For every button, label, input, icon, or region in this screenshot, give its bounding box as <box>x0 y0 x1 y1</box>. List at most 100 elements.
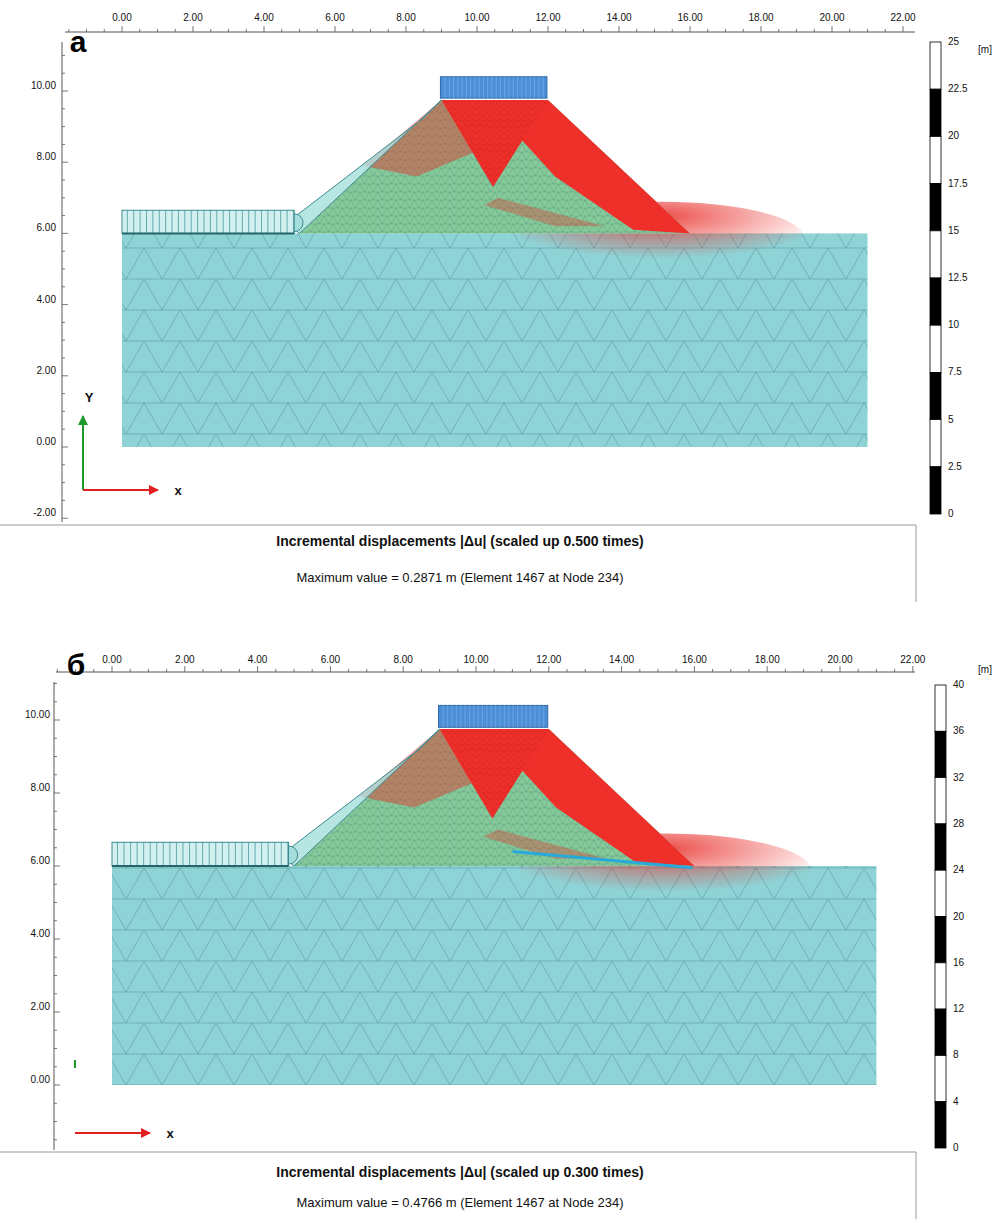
ruler-tick <box>821 669 822 672</box>
ruler-tick <box>62 500 65 501</box>
deformed-slope <box>287 100 441 234</box>
ruler-tick <box>62 447 68 448</box>
load-arrow <box>530 77 531 98</box>
ruler-tick <box>54 847 57 848</box>
load-arrow <box>124 842 125 866</box>
ruler-tick <box>122 26 123 32</box>
caption-frame <box>0 1152 916 1153</box>
axis-tick-label: 10.00 <box>31 80 56 92</box>
ruler-tick <box>512 669 513 672</box>
ruler-tick <box>743 29 744 32</box>
ruler-tick <box>62 322 65 323</box>
ruler-tick <box>767 666 768 672</box>
load-arrow <box>182 842 183 866</box>
load-arrow <box>491 77 492 98</box>
legend-value: 4 <box>953 1096 959 1108</box>
panel-letter: а <box>70 24 87 60</box>
ruler-tick <box>335 26 336 32</box>
load-arrow <box>500 77 501 98</box>
legend-value: 15 <box>948 225 959 237</box>
ruler-tick <box>54 1048 57 1049</box>
load-arrow <box>130 842 131 866</box>
legend-value: 17.5 <box>948 178 967 190</box>
ruler-tick <box>166 669 167 672</box>
ruler-tick <box>62 286 65 287</box>
fe-mesh <box>112 866 876 1085</box>
load-arrow <box>445 77 446 98</box>
load-arrow <box>473 705 474 727</box>
legend-bar <box>930 467 941 514</box>
ruler-tick <box>512 29 513 32</box>
ruler-tick <box>62 269 65 270</box>
load-arrow <box>508 77 509 98</box>
load-arrow <box>487 77 488 98</box>
ruler-tick <box>423 29 424 32</box>
load-arrow <box>140 210 141 233</box>
load-arrow <box>178 210 179 233</box>
ruler-tick <box>621 666 622 672</box>
load-arrow <box>150 842 151 866</box>
ruler-tick <box>62 251 65 252</box>
load-arrow <box>513 77 514 98</box>
x-axis-arrow <box>83 489 158 491</box>
ruler-tick <box>530 29 531 32</box>
ruler-tick <box>54 683 57 684</box>
load-arrow <box>196 842 197 866</box>
ruler-tick <box>130 669 131 672</box>
axis-tick-label: 22.00 <box>900 654 925 666</box>
ruler-tick <box>221 669 222 672</box>
load-arrow <box>500 705 501 727</box>
axis-tick-label: 12.00 <box>535 12 560 24</box>
load-arrow <box>235 210 236 233</box>
ruler-tick <box>658 669 659 672</box>
ruler-tick <box>832 26 833 32</box>
load-arrow <box>204 210 205 233</box>
fe-mesh <box>122 233 868 447</box>
load-arrow <box>159 210 160 233</box>
axis-tick-label: 0.00 <box>112 12 131 24</box>
load-arrow <box>456 705 457 727</box>
ruler-tick <box>476 666 477 672</box>
fe-mesh <box>294 729 694 866</box>
load-arrow <box>209 842 210 866</box>
ruler-tick <box>294 669 295 672</box>
load-arrow <box>443 705 444 727</box>
ruler-tick <box>583 29 584 32</box>
ruler-tick <box>814 29 815 32</box>
load-arrow <box>534 77 535 98</box>
legend-bar <box>930 420 941 467</box>
ruler-tick <box>406 26 407 32</box>
axis-name: x <box>166 1126 173 1142</box>
ruler-tick <box>104 29 105 32</box>
axis-tick-label: 14.00 <box>609 654 634 666</box>
legend-value: 28 <box>953 818 964 830</box>
legend-bar <box>935 778 946 824</box>
axis-tick-label: 6.00 <box>37 222 56 234</box>
ruler-tick <box>441 29 442 32</box>
axis-name: Y <box>85 390 94 406</box>
axis-tick-label: 2.00 <box>175 654 194 666</box>
load-arrow <box>293 210 294 233</box>
ruler-tick <box>494 669 495 672</box>
load-arrow <box>176 842 177 866</box>
ruler-tick <box>54 866 60 867</box>
legend-bar <box>930 231 941 278</box>
crest-load <box>440 77 547 98</box>
ruler-tick <box>62 464 65 465</box>
legend-bar <box>930 372 941 419</box>
load-arrow <box>465 705 466 727</box>
legend-bar <box>930 42 941 89</box>
axis-tick-label: 8.00 <box>37 151 56 163</box>
load-arrow <box>191 210 192 233</box>
ruler-tick <box>184 666 185 672</box>
load-arrow <box>261 210 262 233</box>
ruler-tick <box>62 215 65 216</box>
ruler-tick <box>548 26 549 32</box>
ruler-tick <box>530 669 531 672</box>
ruler-tick <box>62 73 65 74</box>
ruler-tick <box>62 375 68 376</box>
ruler-tick <box>54 1066 57 1067</box>
load-arrow <box>534 705 535 727</box>
load-arrow <box>280 210 281 233</box>
